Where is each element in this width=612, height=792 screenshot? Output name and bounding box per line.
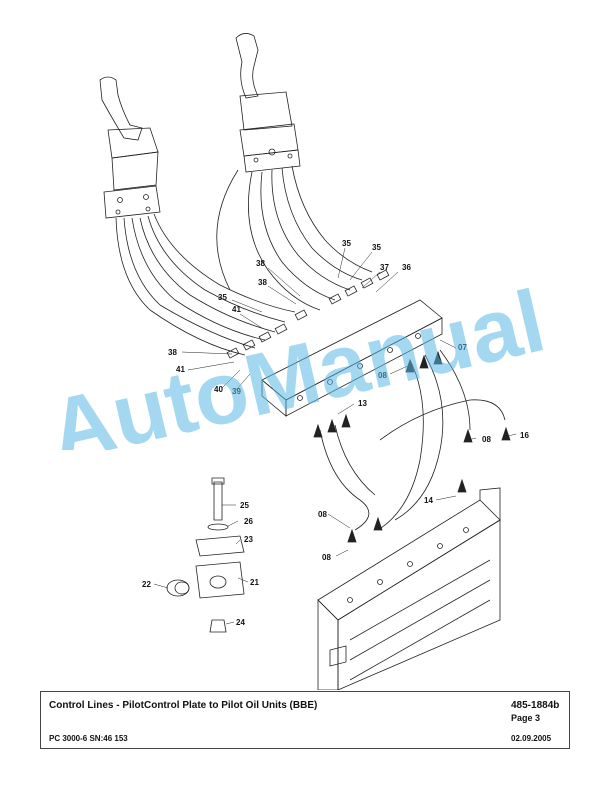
lower-hoses	[319, 349, 506, 531]
clamp-assembly	[166, 477, 245, 633]
title-block: Control Lines - PilotControl Plate to Pi…	[40, 691, 570, 749]
callout-14: 14	[424, 496, 433, 505]
right-joystick-hoses	[216, 165, 373, 311]
exploded-parts-diagram: 35 35 37 36 38 38 35 41 07 38 41 08 40 3…	[99, 33, 529, 690]
right-joystick	[235, 33, 301, 173]
callout-38a: 38	[256, 259, 265, 268]
callout-24: 24	[236, 618, 245, 627]
pilot-oil-units	[317, 487, 501, 690]
callout-36: 36	[402, 263, 411, 272]
callout-35b: 35	[372, 243, 381, 252]
callout-08d: 08	[322, 553, 331, 562]
callout-labels: 35 35 37 36 38 38 35 41 07 38 41 08 40 3…	[142, 239, 529, 627]
hose-end-fittings	[313, 350, 511, 543]
pilot-control-plate	[261, 299, 443, 417]
plate-fittings	[226, 269, 390, 359]
callout-25: 25	[240, 501, 249, 510]
callout-39: 39	[232, 387, 241, 396]
callout-22: 22	[142, 580, 151, 589]
callout-21: 21	[250, 578, 259, 587]
leader-lines	[153, 247, 517, 625]
callout-23: 23	[244, 535, 253, 544]
callout-35a: 35	[342, 239, 351, 248]
callout-41b: 41	[176, 365, 185, 374]
callout-07: 07	[458, 343, 467, 352]
callout-35c: 35	[218, 293, 227, 302]
callout-08b: 08	[482, 435, 491, 444]
callout-37: 37	[380, 263, 389, 272]
page-number: Page 3	[511, 713, 541, 723]
callout-08c: 08	[318, 510, 327, 519]
callout-38c: 38	[168, 348, 177, 357]
left-joystick-hoses	[115, 213, 296, 356]
callout-40: 40	[214, 385, 223, 394]
callout-13: 13	[358, 399, 367, 408]
callout-26: 26	[244, 517, 253, 526]
callout-41a: 41	[232, 305, 241, 314]
callout-16: 16	[520, 431, 529, 440]
issue-date: 02.09.2005	[511, 734, 552, 743]
callout-38b: 38	[258, 278, 267, 287]
left-joystick	[99, 76, 161, 219]
callout-08a: 08	[378, 371, 387, 380]
document-number: 485-1884b	[511, 700, 560, 711]
drawing-title: Control Lines - PilotControl Plate to Pi…	[49, 700, 318, 711]
machine-model: PC 3000-6 SN:46 153	[49, 734, 128, 743]
